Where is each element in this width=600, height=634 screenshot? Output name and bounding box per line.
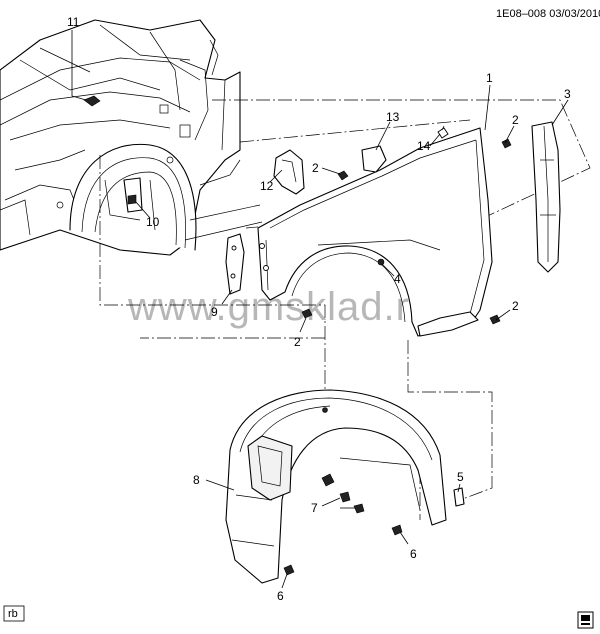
callout-10: 10 xyxy=(146,215,160,229)
callout-1: 1 xyxy=(486,71,493,85)
callout-8: 8 xyxy=(193,473,200,487)
catalog-logo-icon xyxy=(577,611,594,629)
callout-4: 4 xyxy=(394,272,401,286)
diagram-code-date: 1E08–008 03/03/2010 xyxy=(496,8,600,20)
corner-tag: rb xyxy=(3,605,25,622)
callout-3: 3 xyxy=(564,87,571,101)
callout-2-lower: 2 xyxy=(294,335,301,349)
part-14-bolt xyxy=(437,125,449,139)
callout-7: 7 xyxy=(311,501,318,515)
callout-12: 12 xyxy=(260,179,274,193)
part-5-clip xyxy=(453,487,465,507)
callout-2-upper: 2 xyxy=(312,161,319,175)
callout-9: 9 xyxy=(211,305,218,319)
part-4-hole xyxy=(377,258,385,266)
part-13-clip xyxy=(361,145,387,173)
part-3-insulator xyxy=(531,121,561,273)
fasteners-item-7 xyxy=(339,491,365,514)
callout-6-right: 6 xyxy=(410,547,417,561)
callout-6-left: 6 xyxy=(277,589,284,603)
callout-5: 5 xyxy=(457,470,464,484)
part-8-wheelhouse-liner xyxy=(225,389,447,584)
part-1-fender xyxy=(257,127,493,337)
fasteners-item-2 xyxy=(301,138,512,325)
part-11-nut xyxy=(83,95,101,107)
part-9-bracket xyxy=(225,233,245,295)
callout-13: 13 xyxy=(386,110,400,124)
callout-labels: 11 1 3 2 13 14 2 12 10 4 9 2 2 8 7 5 6 6 xyxy=(67,15,571,603)
callout-2-right: 2 xyxy=(512,299,519,313)
body-structure xyxy=(0,19,263,256)
guide-lines xyxy=(99,99,591,520)
callout-14: 14 xyxy=(417,139,431,153)
callout-11: 11 xyxy=(67,15,80,29)
callout-2-top-right: 2 xyxy=(512,113,519,127)
part-12-bracket xyxy=(273,149,305,195)
leader-lines xyxy=(71,30,569,589)
corner-tag-label: rb xyxy=(8,608,18,620)
